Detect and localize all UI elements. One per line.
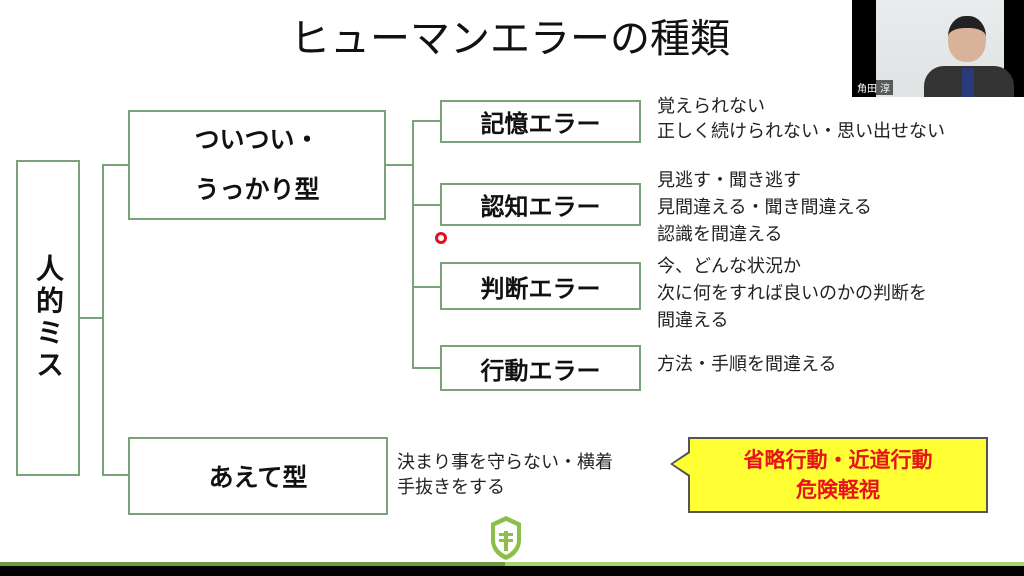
callout-pointer-fill [673, 453, 690, 475]
memory-error-desc: 覚えられない 正しく続けられない・思い出せない [657, 94, 945, 144]
deliberate-desc: 決まり事を守らない・横着 手抜きをする [397, 450, 613, 500]
desc-line: 間違える [657, 310, 729, 331]
action-error-desc: 方法・手順を間違える [657, 352, 836, 377]
person-figure [948, 16, 986, 62]
connector [80, 317, 103, 319]
desc-line: 見逃す・聞き逃す [657, 170, 801, 191]
person-figure [962, 68, 974, 97]
desc-line: 正しく続けられない・思い出せない [657, 121, 945, 142]
type-careless-label-1: ついつい・ [194, 125, 320, 154]
participant-name: 角田 淳 [854, 80, 894, 95]
judgment-error-box: 判断エラー [440, 262, 641, 310]
callout-line: 危険軽視 [796, 478, 880, 502]
desc-line: 決まり事を守らない・横着 [397, 452, 613, 473]
desc-line: 今、どんな状況か [657, 256, 801, 277]
connector [412, 367, 440, 369]
desc-line: 覚えられない [657, 96, 765, 117]
desc-line: 次に何をすれば良いのかの判断を [657, 283, 927, 304]
desc-line: 方法・手順を間違える [657, 354, 837, 375]
connector [412, 120, 440, 122]
video-feed [876, 0, 1014, 97]
desc-line: 手抜きをする [397, 477, 505, 498]
action-error-box: 行動エラー [440, 345, 641, 391]
type-deliberate-box: あえて型 [128, 437, 388, 515]
slide-title: ヒューマンエラーの種類 [290, 16, 730, 62]
callout-line: 省略行動・近道行動 [743, 448, 933, 472]
judgment-error-desc: 今、どんな状況か 次に何をすれば良いのかの判断を 間違える [657, 253, 927, 334]
root-box: 人的ミス [16, 160, 80, 476]
desc-line: 見間違える・聞き間違える [657, 197, 872, 218]
desc-line: 認識を間違える [657, 224, 783, 245]
connector [386, 164, 413, 166]
type-careless-box: ついつい・ うっかり型 [128, 110, 386, 220]
connector [412, 120, 414, 369]
type-careless-label-2: うっかり型 [194, 175, 320, 204]
footer-bar [0, 562, 505, 566]
cognition-error-box: 認知エラー [440, 183, 641, 226]
connector [412, 204, 440, 206]
callout-box: 省略行動・近道行動 危険軽視 [688, 437, 988, 513]
connector [102, 164, 104, 476]
memory-error-box: 記憶エラー [440, 100, 641, 143]
footer-bar [505, 562, 1024, 566]
participant-video[interactable]: 角田 淳 [852, 0, 1024, 97]
connector [102, 474, 128, 476]
cognition-error-desc: 見逃す・聞き逃す 見間違える・聞き間違える 認識を間違える [657, 167, 872, 248]
shield-logo-icon [491, 516, 521, 560]
laser-pointer [435, 232, 447, 244]
connector [412, 286, 440, 288]
letterbox [0, 566, 1024, 576]
connector [102, 164, 128, 166]
